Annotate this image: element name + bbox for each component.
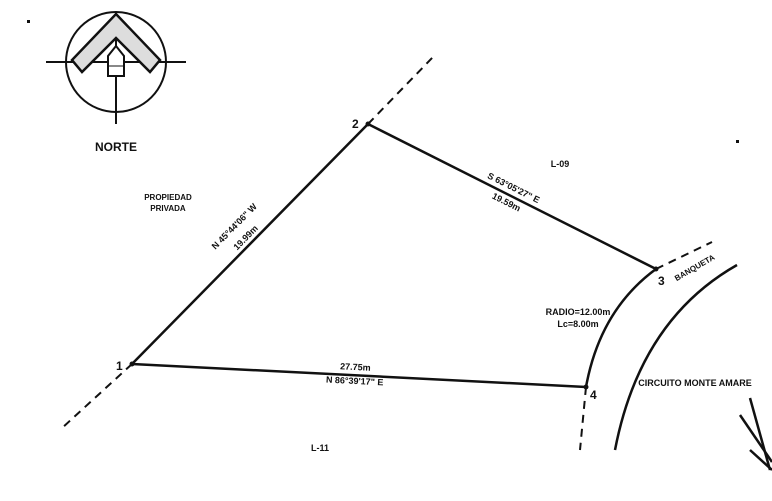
edge-1-4 <box>131 362 587 389</box>
vertex-label-1: 1 <box>116 359 123 373</box>
vertex-label-2: 2 <box>352 117 359 131</box>
curve-3-4 <box>584 267 657 388</box>
lot-l11-label: L-11 <box>311 443 329 453</box>
edge-1-4-length: 27.75m <box>340 361 371 373</box>
private-property-label-1: PROPIEDAD <box>144 193 192 202</box>
lot-l09-label: L-09 <box>551 159 570 169</box>
lot-boundary <box>131 122 657 389</box>
sketch-strokes <box>738 397 772 471</box>
vertex-label-3: 3 <box>658 274 665 288</box>
north-arrow-icon <box>46 11 186 124</box>
edge-2-3 <box>367 122 657 271</box>
edge-1-4-bearing: N 86°39'17" E <box>326 375 384 388</box>
boundary-extensions <box>61 55 713 451</box>
north-label: NORTE <box>95 140 137 154</box>
speck <box>736 140 739 143</box>
private-property-label-2: PRIVADA <box>150 204 186 213</box>
sidewalk-curb <box>613 263 738 451</box>
vertex-label-4: 4 <box>590 388 597 402</box>
sidewalk-label: BANQUETA <box>673 253 716 283</box>
vertex-markers <box>129 121 659 390</box>
edge-1-2 <box>131 123 369 365</box>
speck <box>27 20 30 23</box>
curve-radius: RADIO=12.00m <box>546 307 611 317</box>
curve-arc-length: Lc=8.00m <box>557 319 598 329</box>
street-label: CIRCUITO MONTE AMARE <box>638 378 752 388</box>
